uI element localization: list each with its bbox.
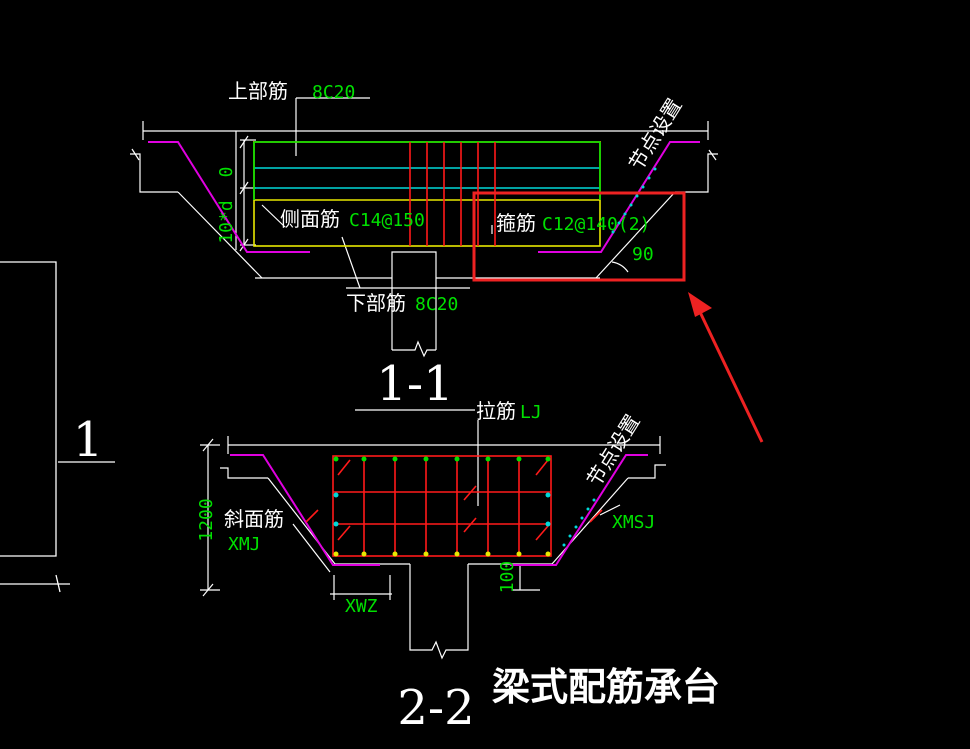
- annotation-arrow: [688, 292, 764, 443]
- xmsj-value: XMSJ: [612, 512, 655, 533]
- bottom-dim: 100: [497, 561, 518, 594]
- section-1-1: 上部筋 8C20 侧面筋 C14@150 箍筋 C12@140(2) 下部筋 8…: [130, 79, 718, 412]
- angle-value: 90: [632, 244, 654, 265]
- section-title-2-2: 2-2: [397, 680, 474, 736]
- dim-zero: 0: [216, 167, 237, 178]
- section-1-1-node-dots: [611, 167, 657, 234]
- side-bar-label: 侧面筋: [280, 207, 340, 231]
- drawing-caption: 梁式配筋承台: [492, 665, 720, 709]
- side-bar-value: C14@150: [349, 210, 425, 231]
- tie-bar-value: LJ: [520, 402, 542, 423]
- angle-arc: [611, 261, 629, 273]
- tie-bar-label: 拉筋: [476, 399, 516, 423]
- section-2-2-node-dots: [333, 456, 596, 557]
- bottom-bar-label: 下部筋: [346, 291, 406, 315]
- section-2-2-rebar-grid: [305, 455, 603, 557]
- section-2-2-bent-bars: [230, 454, 648, 566]
- stirrup-label: 箍筋: [496, 211, 536, 235]
- stirrup-value: C12@140(2): [542, 214, 650, 235]
- top-bar-label: 上部筋: [228, 79, 288, 103]
- highlight-box: [472, 191, 686, 282]
- xwz-value: XWZ: [345, 596, 378, 617]
- dim-anchor: 10*d: [216, 200, 237, 243]
- node-setting-label-1: 节点设置: [624, 94, 687, 175]
- slope-bar-label: 斜面筋: [224, 507, 284, 531]
- section-title-1-1: 1-1: [376, 356, 453, 412]
- top-bar-value: 8C20: [312, 82, 355, 103]
- height-dim: 1200: [196, 498, 217, 541]
- section-1-1-bent-bars: [148, 141, 700, 253]
- slope-bar-value: XMJ: [228, 534, 261, 555]
- left-view-label: 1: [73, 412, 104, 468]
- left-plan-view: [0, 261, 115, 593]
- bottom-bar-value: 8C20: [415, 294, 458, 315]
